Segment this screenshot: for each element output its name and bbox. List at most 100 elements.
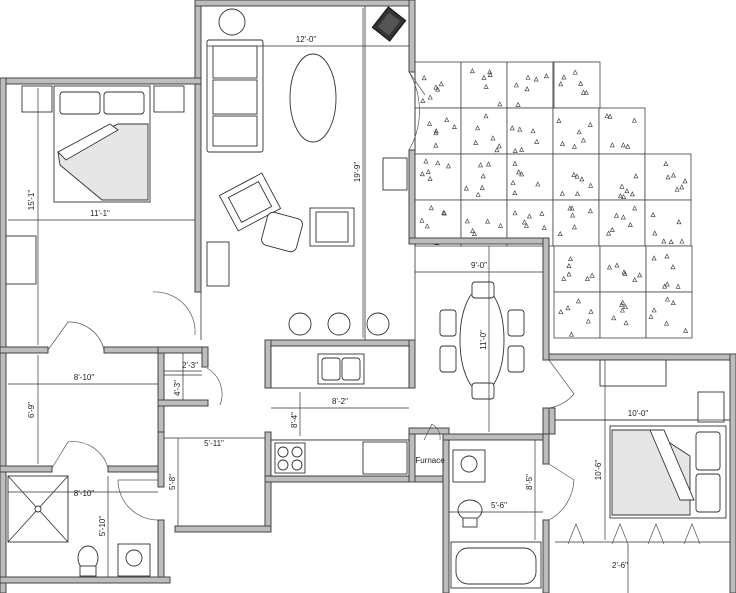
patio-tile xyxy=(552,153,600,201)
patio xyxy=(414,61,693,339)
patio-tile xyxy=(644,199,692,247)
patio-texture xyxy=(568,256,574,262)
patio-texture xyxy=(588,308,594,314)
patio-texture xyxy=(578,80,584,86)
patio-tile xyxy=(460,61,508,109)
patio-texture xyxy=(478,162,484,168)
patio-texture xyxy=(516,169,522,175)
patio-texture xyxy=(571,224,577,230)
patio-texture xyxy=(650,211,656,217)
dim-bath1-width: 8'-10" xyxy=(74,489,95,498)
patio-texture xyxy=(665,174,671,180)
coffee-table xyxy=(289,53,337,143)
patio-texture xyxy=(663,161,669,167)
patio-texture xyxy=(574,173,580,179)
patio-texture xyxy=(427,175,433,181)
patio-texture xyxy=(510,179,516,185)
patio-texture xyxy=(481,74,487,80)
bar-stool xyxy=(327,312,351,336)
dim-bath2-width: 5'-6" xyxy=(491,501,507,510)
patio-texture xyxy=(475,125,481,131)
bar-stool xyxy=(288,312,312,336)
patio-texture xyxy=(525,74,531,80)
patio-texture xyxy=(569,205,575,211)
dresser xyxy=(5,235,37,285)
patio-tile xyxy=(645,245,693,293)
patio-texture xyxy=(675,283,681,289)
patio-texture xyxy=(479,184,485,190)
patio-tile xyxy=(645,291,693,339)
patio-texture xyxy=(558,81,564,87)
patio-texture xyxy=(515,101,521,107)
patio-texture xyxy=(587,121,593,127)
patio-texture xyxy=(566,263,572,268)
patio-texture xyxy=(585,318,591,324)
patio-texture xyxy=(441,210,447,216)
patio-texture xyxy=(664,320,670,326)
patio-texture xyxy=(433,142,439,148)
dim-closet-width: 2'-3" xyxy=(182,361,198,370)
patio-texture xyxy=(557,231,563,236)
dim-bath2-length: 8'-5" xyxy=(525,474,534,490)
patio-texture xyxy=(560,140,565,146)
patio-texture xyxy=(433,128,439,134)
patio-texture xyxy=(517,126,523,132)
patio-texture xyxy=(604,113,610,119)
patio-tile xyxy=(552,107,600,155)
patio-texture xyxy=(652,230,658,236)
patio-texture xyxy=(420,97,426,103)
patio-tile xyxy=(506,61,554,109)
patio-texture xyxy=(423,158,429,164)
patio-texture xyxy=(620,214,626,220)
patio-texture xyxy=(569,331,574,337)
patio-texture xyxy=(679,238,685,244)
patio-texture xyxy=(664,281,670,287)
patio-texture xyxy=(424,223,430,229)
patio-tile xyxy=(644,153,692,201)
patio-tile xyxy=(460,107,508,155)
patio-texture xyxy=(611,315,617,321)
patio-texture xyxy=(559,190,565,196)
dim-closet-length: 4'-3" xyxy=(173,380,182,396)
dim-dining-length: 11'-0" xyxy=(479,330,488,350)
side-table xyxy=(218,8,246,36)
patio-texture xyxy=(664,253,670,259)
bed2-nightstand xyxy=(697,391,725,423)
patio-texture xyxy=(606,264,612,270)
patio-texture xyxy=(451,124,457,129)
patio-texture xyxy=(487,72,493,77)
dim-living-length: 19'-9" xyxy=(353,162,362,183)
patio-texture xyxy=(661,238,667,244)
patio-texture xyxy=(471,230,477,236)
patio-texture xyxy=(579,176,585,182)
patio-tile xyxy=(460,153,508,201)
dimension-lines xyxy=(8,8,730,593)
patio-texture xyxy=(670,264,676,270)
dim-kitchen-width: 8'-2" xyxy=(332,397,348,406)
patio-texture xyxy=(587,208,593,214)
patio-texture xyxy=(523,222,529,228)
patio-texture xyxy=(668,239,674,245)
patio-texture xyxy=(535,181,541,187)
dim-bed2-length: 10'-6" xyxy=(594,460,603,481)
dim-bed1-width: 11'-1" xyxy=(90,209,110,218)
patio-tile xyxy=(599,245,647,293)
patio-texture xyxy=(609,142,615,148)
patio-texture xyxy=(469,68,475,74)
patio-tile xyxy=(552,199,600,247)
dim-hall-width: 5'-11" xyxy=(204,439,224,448)
dimension-labels: 12'-0" 19'-9" 15'-1" 11'-1" 9'-0" 11'-0"… xyxy=(27,35,648,570)
patio-texture xyxy=(618,193,623,199)
patio-texture xyxy=(632,277,638,283)
ottoman xyxy=(261,211,303,253)
patio-texture xyxy=(524,86,530,92)
dim-kitchen-depth: 8'-4" xyxy=(290,412,299,428)
bedroom2-furniture xyxy=(567,359,727,545)
patio-tile xyxy=(506,107,554,155)
patio-texture xyxy=(513,82,519,88)
patio-tile xyxy=(553,61,601,109)
patio-texture xyxy=(539,210,545,216)
patio-texture xyxy=(473,139,479,145)
patio-texture xyxy=(533,76,539,82)
